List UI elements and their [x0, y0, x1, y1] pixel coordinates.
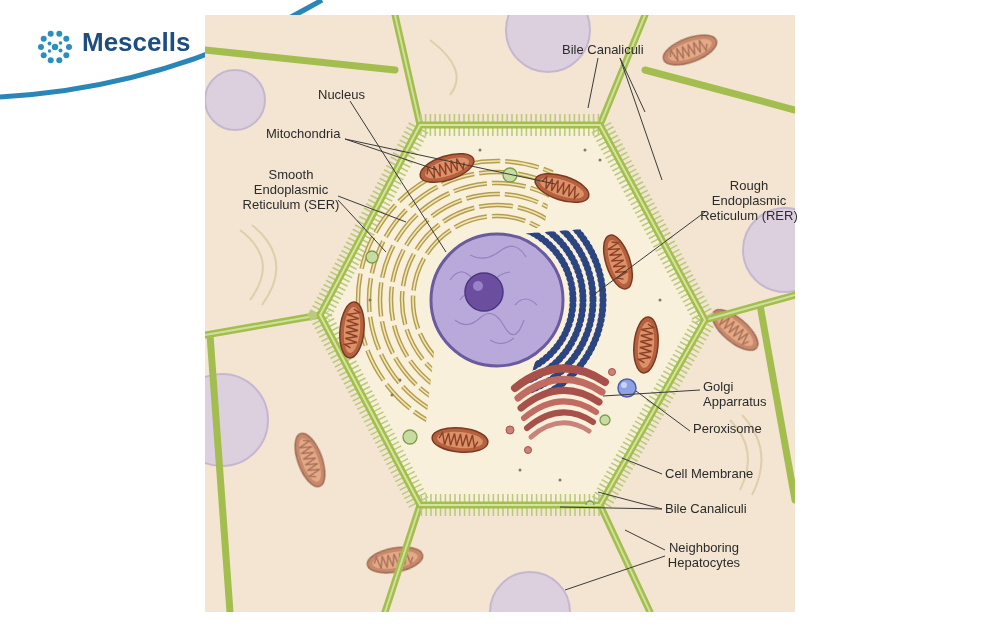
part-label: Nucleus — [318, 87, 398, 102]
part-label: Neighboring Hepatocytes — [652, 540, 756, 570]
neighbor-organelles — [289, 29, 764, 577]
part-label: Cell Membrane — [665, 466, 785, 481]
neighbor-canaliculi — [205, 15, 795, 612]
logo-icon — [38, 31, 72, 64]
mitochondria — [338, 148, 661, 454]
bile-canaliculus-line — [320, 125, 705, 505]
nucleolus — [465, 273, 503, 311]
logo-text: Mescells — [82, 28, 242, 56]
chromatin — [450, 246, 537, 343]
cell-membrane — [320, 125, 705, 505]
golgi-apparatus — [515, 368, 605, 437]
nucleolus-highlight — [473, 281, 483, 291]
tissue-background — [205, 15, 795, 612]
part-label: Bile Canaliculi — [562, 42, 682, 57]
tissue-panel — [205, 15, 795, 612]
part-label: Smooth Endoplasmic Reticulum (SER) — [236, 167, 346, 212]
rer-cisternae — [391, 194, 603, 406]
ser-tubules — [358, 161, 636, 439]
neighbor-membranes — [205, 15, 795, 612]
neighbor-nuclei — [205, 15, 795, 612]
peroxisome-highlight — [621, 382, 627, 388]
part-label: Rough Endoplasmic Reticulum (RER) — [697, 178, 801, 223]
part-label: Bile Canaliculi — [665, 501, 785, 516]
part-label: Mitochondria — [266, 126, 366, 141]
nucleus — [431, 234, 563, 366]
vesicles — [366, 168, 610, 509]
cytoplasm — [320, 125, 705, 505]
part-label: Golgi Apparratus — [703, 379, 783, 409]
leader-lines — [338, 58, 705, 590]
part-label: Peroxisome — [693, 421, 793, 436]
cell-interior — [338, 148, 662, 509]
microvilli — [320, 125, 705, 505]
golgi-vesicles — [506, 369, 616, 454]
